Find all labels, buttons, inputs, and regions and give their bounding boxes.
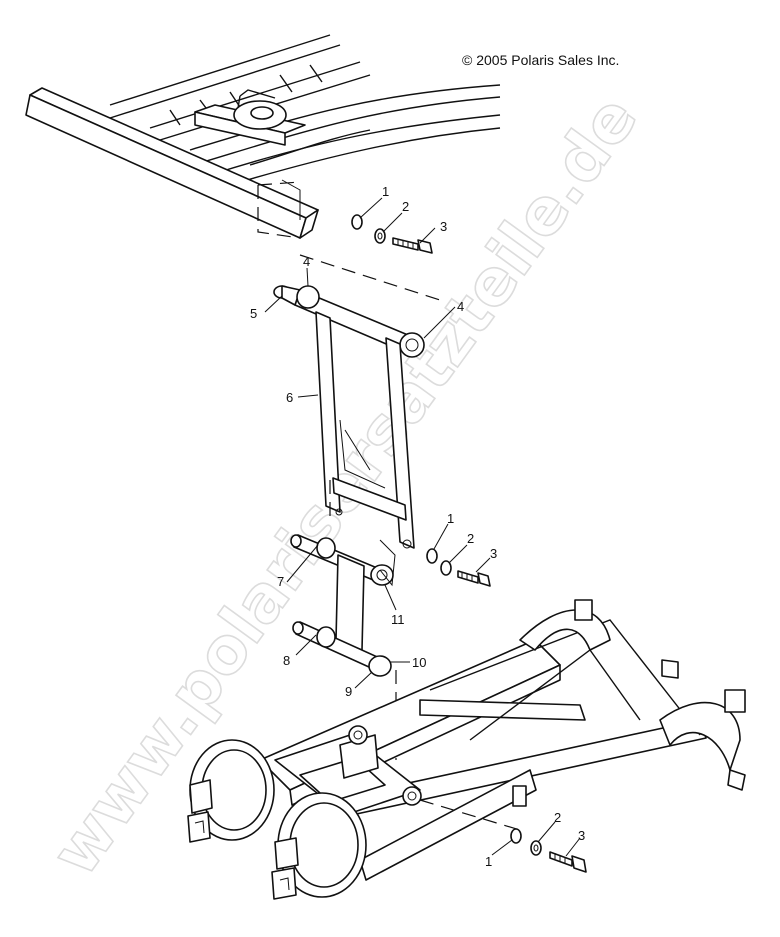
callout-9: 9 [345, 684, 352, 699]
callout-1-mid: 1 [447, 511, 454, 526]
bottom-hardware [510, 828, 587, 873]
callout-3-top: 3 [440, 219, 447, 234]
callout-1-top: 1 [382, 184, 389, 199]
rear-a-frame [187, 599, 746, 900]
callout-3-mid: 3 [490, 546, 497, 561]
callout-4-left: 4 [303, 254, 310, 269]
callout-labels: 1 2 3 4 4 5 6 1 2 3 7 11 8 9 10 1 2 3 [250, 184, 585, 869]
top-hardware [299, 214, 441, 301]
callout-2-mid: 2 [467, 531, 474, 546]
callout-6: 6 [286, 390, 293, 405]
callout-8: 8 [283, 653, 290, 668]
callout-leaders [264, 197, 581, 857]
callout-10: 10 [412, 655, 426, 670]
callout-2-top: 2 [402, 199, 409, 214]
callout-7: 7 [277, 574, 284, 589]
middle-hardware [426, 548, 491, 587]
callout-2-bottom: 2 [554, 810, 561, 825]
upper-link-arm [273, 285, 425, 549]
callout-1-bottom: 1 [485, 854, 492, 869]
copyright-notice: © 2005 Polaris Sales Inc. [462, 52, 620, 68]
callout-3-bottom: 3 [578, 828, 585, 843]
callout-5: 5 [250, 306, 257, 321]
frame-rails [25, 34, 501, 239]
callout-11: 11 [391, 612, 405, 627]
callout-4-right: 4 [457, 299, 464, 314]
